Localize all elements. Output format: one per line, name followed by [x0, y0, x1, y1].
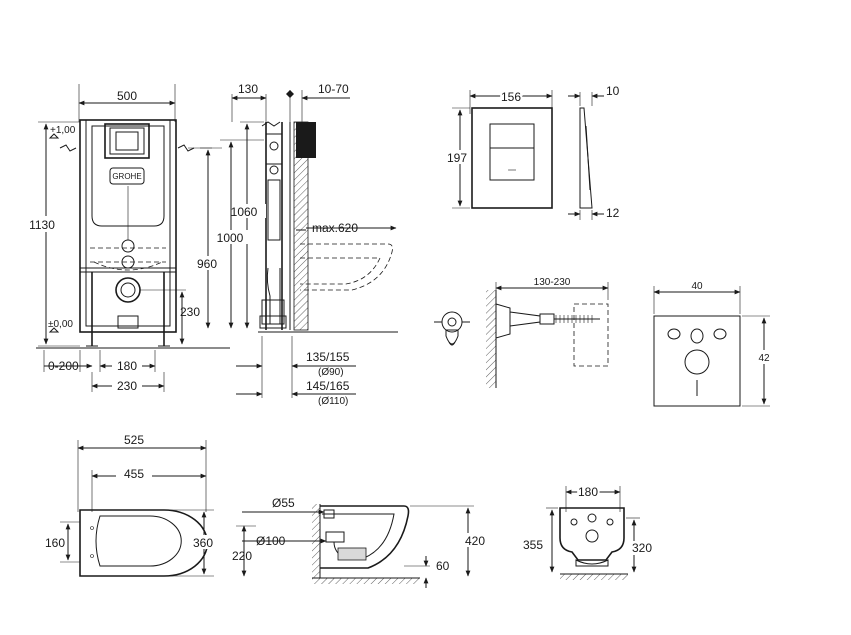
- dim-d110-distance: 145/165: [306, 379, 350, 393]
- bowl-top-view: 525 455 160 360: [45, 433, 218, 577]
- dim-max-projection: max.620: [312, 221, 358, 235]
- dim-d100: Ø100: [256, 534, 286, 548]
- dim-plate-width: 156: [501, 90, 521, 104]
- dim-outlet-h: 220: [232, 549, 252, 563]
- dim-back-bolt-distance: 180: [578, 485, 598, 499]
- level-top: +1,00: [50, 125, 76, 136]
- dim-bowl-length: 525: [124, 433, 144, 447]
- dim-frame-width: 500: [117, 89, 137, 103]
- dim-offset: 0-200: [48, 359, 79, 373]
- dim-plate-thickness-bottom: 12: [606, 206, 620, 220]
- dim-bowl-width: 360: [193, 536, 213, 550]
- dim-d55: Ø55: [272, 496, 295, 510]
- dim-back-mount-height: 320: [632, 541, 652, 555]
- dim-pad-height: 42: [758, 353, 770, 364]
- dim-frame-height: 1130: [29, 218, 55, 232]
- dim-bowl-height: 420: [465, 534, 485, 548]
- dim-h960: 960: [197, 257, 217, 271]
- dim-bolt-range: 130-230: [534, 277, 571, 288]
- dim-d90: (Ø90): [318, 367, 344, 378]
- dim-outlet-height: 230: [180, 305, 200, 319]
- frame-front-view: 500 1130 +1,00 ±0,00 GROHE: [22, 84, 230, 393]
- dim-depth: 130: [238, 82, 258, 96]
- frame-side-view: 130 10-70 1060 1000 960: [190, 82, 398, 407]
- flush-plate-view: 156 197 10 12: [442, 84, 620, 220]
- sound-pad-view: 40 42: [653, 281, 776, 407]
- bowl-back-view: 180 355 320: [520, 483, 658, 580]
- dim-d110: (Ø110): [318, 396, 348, 407]
- level-floor: ±0,00: [48, 319, 73, 330]
- grohe-logo-text: GROHE: [112, 172, 141, 181]
- dim-bowl-rim: 60: [436, 559, 450, 573]
- dim-bowl-width-back: 160: [45, 536, 65, 550]
- dim-bolt-spacing: 230: [117, 379, 137, 393]
- dim-plate-thickness-top: 10: [606, 84, 620, 98]
- dim-h1000: 1000: [217, 231, 244, 245]
- bolt-fixing-view: 130-230: [434, 277, 609, 388]
- dim-bowl-length-inner: 455: [124, 467, 144, 481]
- dim-d90-distance: 135/155: [306, 350, 350, 364]
- dim-center: 180: [117, 359, 137, 373]
- dim-pad-width: 40: [691, 281, 703, 292]
- dim-wall-gap: 10-70: [318, 82, 349, 96]
- bowl-side-view: Ø55 Ø100 220 420 60: [232, 496, 492, 588]
- dim-back-height: 355: [523, 538, 543, 552]
- dim-h1060: 1060: [231, 205, 258, 219]
- dim-plate-height: 197: [447, 151, 467, 165]
